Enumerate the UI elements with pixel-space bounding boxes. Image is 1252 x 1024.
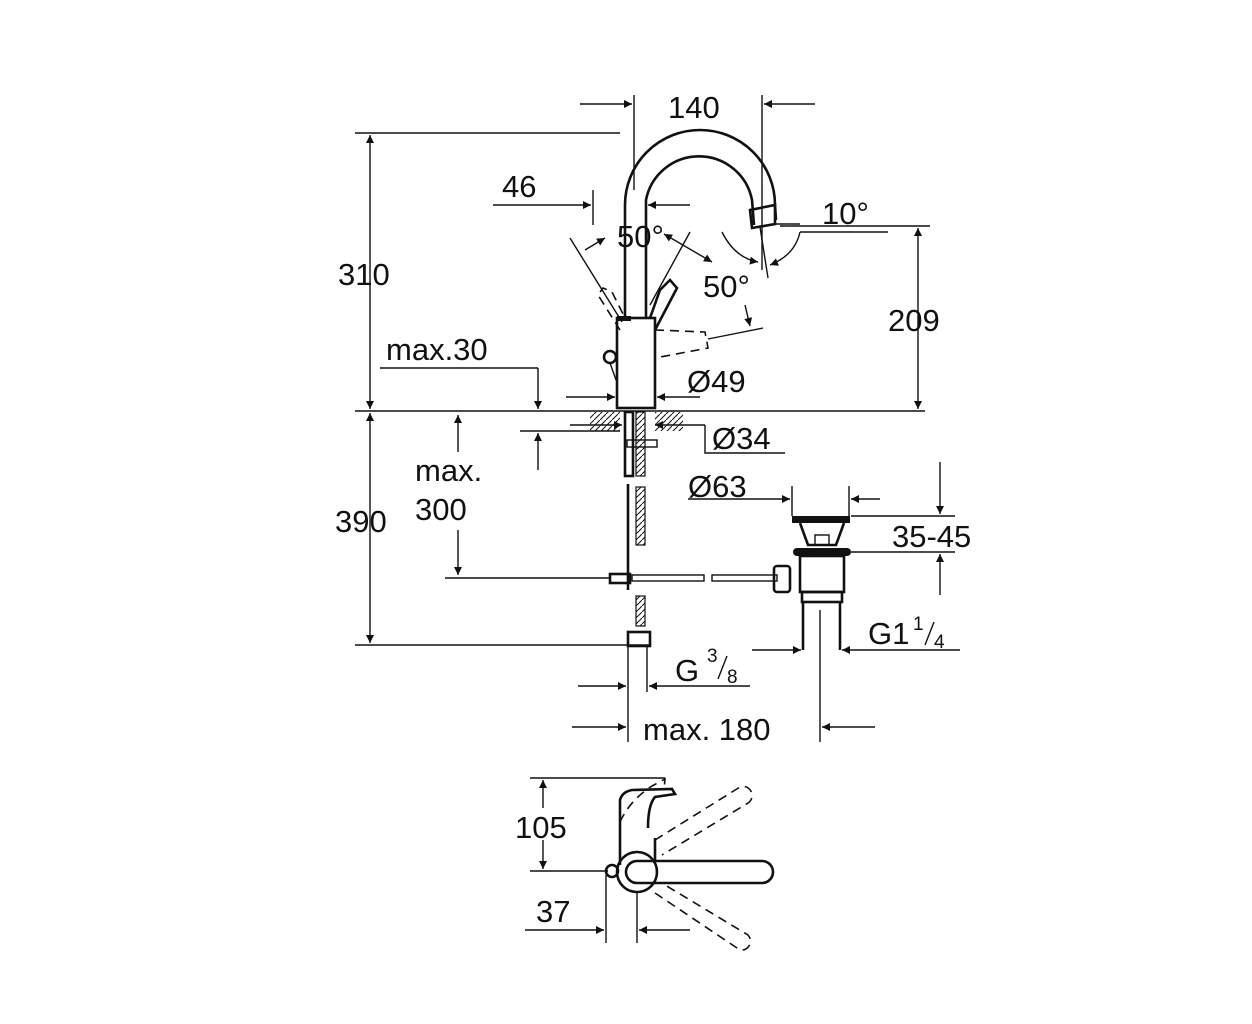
spout-inner (644, 155, 756, 318)
max-hose-label-line1: max. (415, 453, 482, 488)
lever-offset-46-label: 46 (502, 169, 536, 204)
depth-105-label: 105 (515, 810, 567, 845)
rod-nut (772, 564, 792, 594)
waste-thread-denominator: 4 (934, 632, 945, 653)
angle-arrow (769, 231, 801, 266)
lever-position-up (654, 785, 753, 856)
angle-reference-line (707, 327, 764, 340)
body-diameter-label: Ø49 (687, 364, 746, 399)
lever-handle-top (624, 859, 775, 885)
side-view: 310 390 140 46 50° 50° 10° 209 (335, 90, 971, 747)
max-hose-label-line2: 300 (415, 492, 467, 527)
waste-thread-label: G1 (868, 616, 909, 651)
lever-top-alt (619, 777, 666, 823)
fraction-slash (717, 655, 728, 680)
knob-top (604, 863, 620, 879)
supply-thread-label: G (675, 653, 699, 688)
lever-angle-left-label: 50° (617, 219, 664, 254)
waste-nut (800, 590, 844, 604)
pop-up-rod (631, 574, 705, 582)
max-deck-thickness-label: max.30 (386, 332, 488, 367)
pop-up-stem (609, 362, 617, 381)
fixing-nut (626, 439, 658, 448)
angle-arrow (663, 233, 713, 263)
waste-seal (793, 548, 851, 556)
fraction-slash (924, 621, 935, 646)
waste-thread-numerator: 1 (913, 614, 924, 635)
aerator (748, 203, 777, 230)
deck-section-right (655, 412, 683, 431)
height-390-label: 390 (335, 504, 387, 539)
lever-position-down (654, 884, 752, 951)
supply-thread-denominator: 8 (727, 667, 738, 688)
leader-line (704, 425, 785, 454)
braided-hose (635, 411, 646, 477)
hole-diameter-label: Ø34 (712, 421, 771, 456)
offset-37-label: 37 (536, 894, 570, 929)
body-cap (617, 316, 631, 321)
braided-hose (635, 595, 646, 627)
waste-diameter-label: Ø63 (688, 469, 747, 504)
lever-upright (648, 278, 679, 331)
plug-stem (814, 534, 830, 546)
deck-section-left (590, 412, 620, 431)
max-distance-label: max. 180 (643, 712, 771, 747)
spout-outer (623, 128, 778, 318)
mixer-body (615, 316, 657, 410)
braided-hose (635, 486, 646, 546)
waste-range-label: 35-45 (892, 519, 971, 554)
rod-clamp (608, 572, 632, 585)
angle-reference-line (569, 237, 623, 323)
angle-arrow (584, 237, 606, 251)
lever-angle-right-label: 50° (703, 269, 750, 304)
height-310-label: 310 (338, 257, 390, 292)
spout-angle-label: 10° (822, 196, 869, 231)
spout-axis-line (759, 226, 769, 279)
pop-up-knob (602, 349, 618, 365)
supply-hose-upper (623, 410, 635, 478)
lever-right-position (654, 329, 709, 359)
outlet-height-209-label: 209 (888, 303, 940, 338)
body-top-circle (615, 850, 659, 894)
waste-plug (798, 522, 846, 547)
waste-flange (792, 516, 850, 523)
lever-top (618, 787, 678, 829)
pop-up-rod (711, 574, 778, 582)
waste-body (798, 554, 846, 594)
top-view: 105 37 (515, 777, 775, 951)
reach-140-label: 140 (668, 90, 720, 125)
lever-left-position (597, 287, 626, 331)
angle-arrow (721, 231, 759, 265)
supply-connector (626, 630, 652, 648)
angle-arrow (744, 304, 753, 327)
supply-thread-numerator: 3 (707, 646, 718, 667)
